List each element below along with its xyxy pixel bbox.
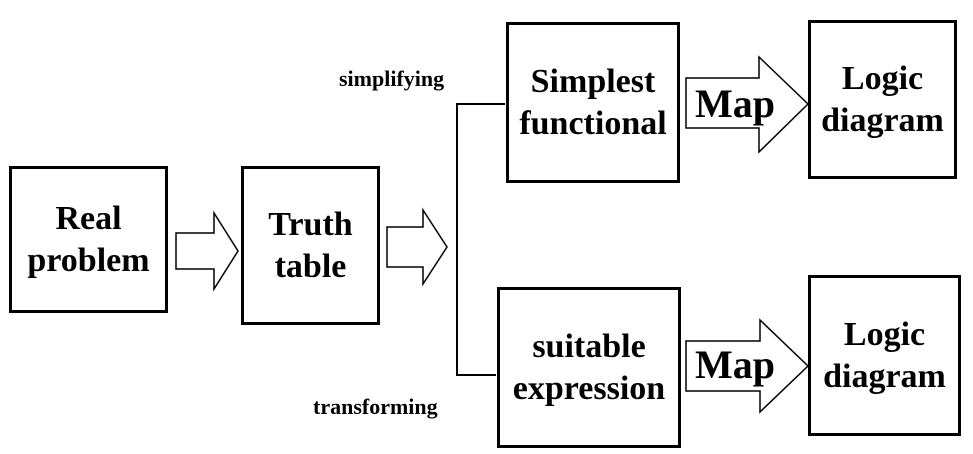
logic-diagram-bottom-box: Logic diagram bbox=[808, 275, 961, 436]
simplifying-label: simplifying bbox=[339, 66, 445, 91]
arrow-map-top bbox=[685, 55, 810, 154]
arrow-truth-to-branch bbox=[386, 207, 448, 287]
truth-table-label: Truth table bbox=[268, 205, 353, 285]
logic-diagram-top-box: Logic diagram bbox=[808, 20, 957, 179]
suitable-expression-box: suitable expression bbox=[497, 287, 681, 448]
real-problem-box: Real problem bbox=[9, 166, 168, 313]
logic-diagram-bottom-label: Logic diagram bbox=[823, 315, 946, 395]
transforming-label: transforming bbox=[313, 394, 438, 419]
branch-bracket bbox=[456, 103, 505, 376]
logic-diagram-top-label: Logic diagram bbox=[821, 59, 944, 139]
simplest-functional-box: Simplest functional bbox=[506, 22, 680, 183]
arrow-real-to-truth bbox=[175, 210, 239, 292]
real-problem-label: Real problem bbox=[27, 199, 150, 279]
arrow-map-bottom bbox=[685, 318, 810, 414]
simplest-functional-label: Simplest functional bbox=[519, 62, 667, 142]
map-top-label: Map bbox=[695, 81, 775, 126]
suitable-expression-label: suitable expression bbox=[512, 327, 666, 407]
map-bottom-label: Map bbox=[695, 342, 775, 387]
truth-table-box: Truth table bbox=[241, 166, 380, 325]
